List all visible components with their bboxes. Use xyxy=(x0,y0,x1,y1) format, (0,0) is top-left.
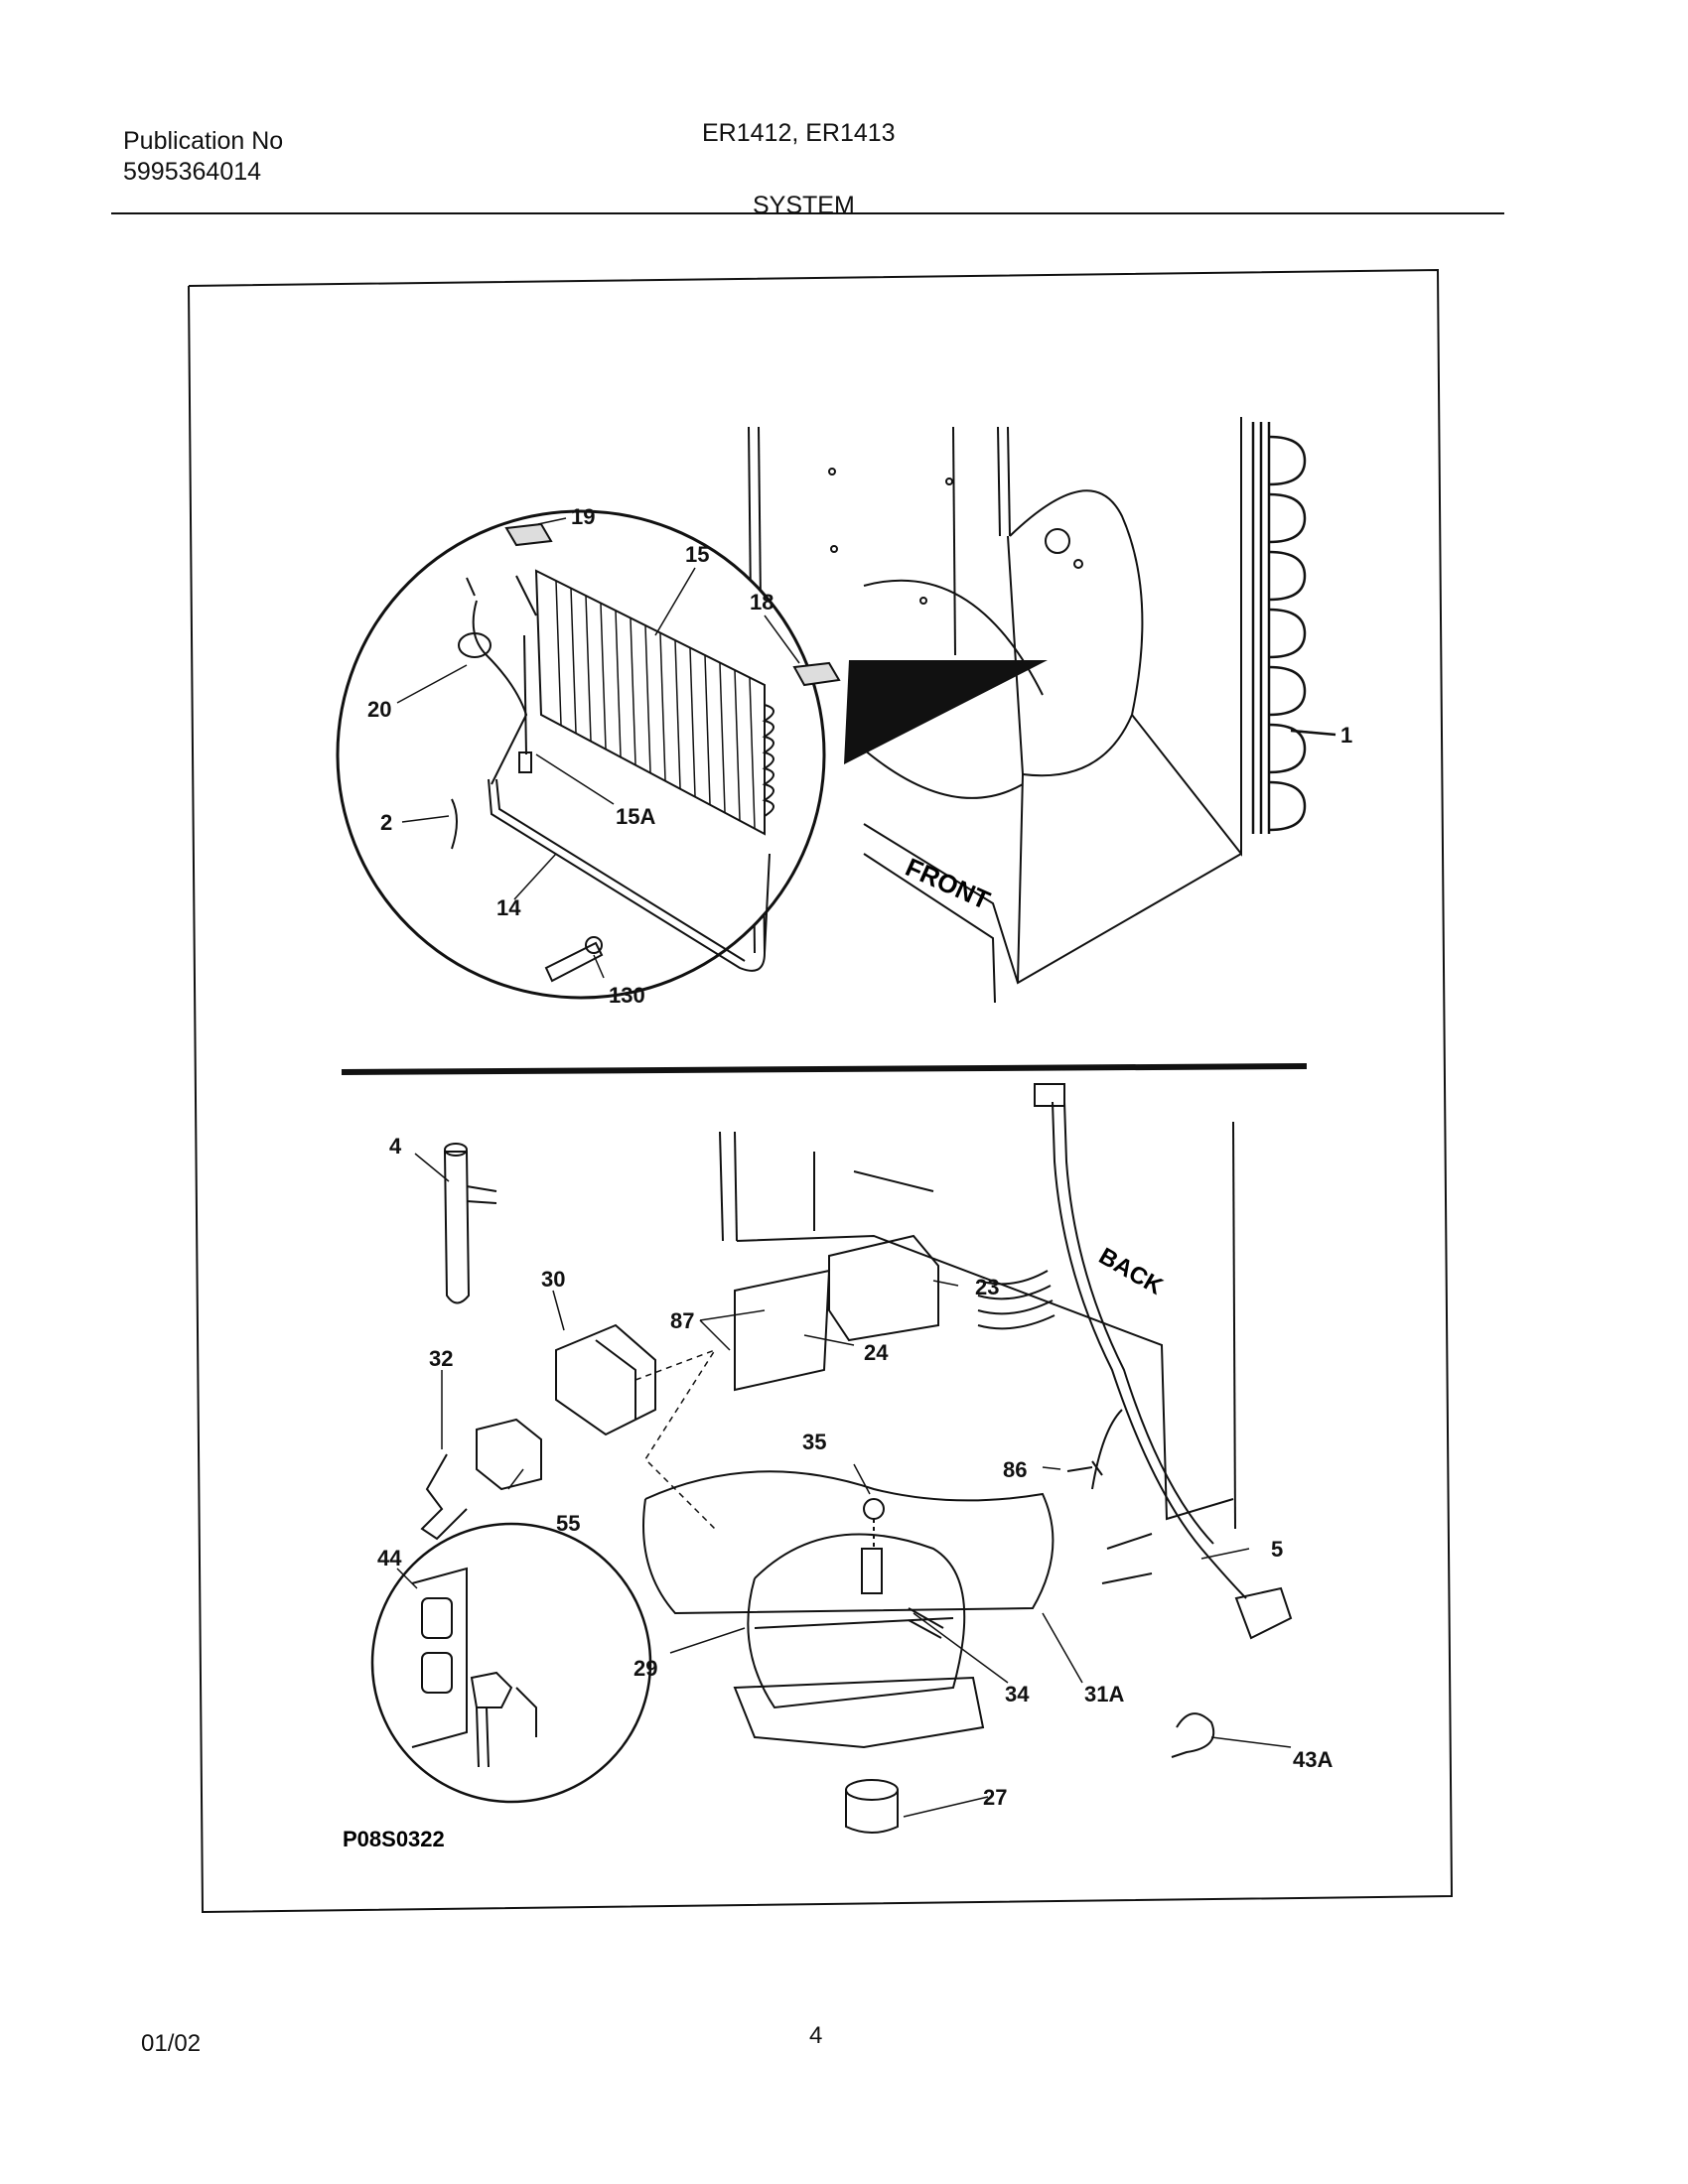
callout-44: 44 xyxy=(377,1546,402,1570)
capacitor-part xyxy=(476,1418,542,1491)
callout-4: 4 xyxy=(389,1134,402,1159)
callout-35: 35 xyxy=(802,1430,826,1454)
cabinet-back xyxy=(719,1121,1236,1530)
back-direction-label: BACK xyxy=(1094,1243,1168,1300)
page-number: 4 xyxy=(809,2022,823,2049)
callout-15a: 15A xyxy=(616,804,655,829)
evaporator-assembly xyxy=(451,522,841,983)
header-rule xyxy=(111,212,1504,214)
callout-5: 5 xyxy=(1271,1537,1283,1562)
outlet-inset-circle xyxy=(370,1522,652,1804)
mounting-bracket xyxy=(734,1269,831,1392)
footer-date: 01/02 xyxy=(141,2030,202,2057)
model-numbers: ER1412, ER1413 xyxy=(702,119,896,147)
callout-130: 130 xyxy=(609,983,645,1008)
relay-assembly xyxy=(555,1323,656,1436)
condenser-coil xyxy=(1251,422,1336,834)
callout-29: 29 xyxy=(633,1656,657,1681)
grommet-part xyxy=(845,1779,899,1834)
magnified-view-circle xyxy=(336,509,826,1000)
callout-1: 1 xyxy=(1340,723,1352,748)
callout-15: 15 xyxy=(685,542,709,567)
callout-34: 34 xyxy=(1005,1682,1030,1706)
screw-86 xyxy=(1066,1460,1103,1476)
callout-2: 2 xyxy=(380,810,392,835)
callout-14: 14 xyxy=(496,895,521,920)
section-divider xyxy=(341,1063,1308,1075)
temperature-control xyxy=(828,1234,939,1342)
section-title: SYSTEM xyxy=(753,192,855,219)
cabinet-drawing xyxy=(748,417,1336,1004)
front-direction-label: FRONT xyxy=(902,852,995,915)
callout-43a: 43A xyxy=(1293,1747,1333,1772)
callout-32: 32 xyxy=(429,1346,453,1371)
callout-27: 27 xyxy=(983,1785,1007,1810)
compressor-part xyxy=(642,1470,1055,1749)
power-cord xyxy=(977,1083,1293,1640)
callout-86: 86 xyxy=(1003,1457,1027,1482)
callout-19: 19 xyxy=(571,504,595,529)
callout-31a: 31A xyxy=(1084,1682,1124,1706)
callout-55: 55 xyxy=(556,1511,580,1536)
publication-label: Publication No xyxy=(123,127,284,155)
accumulator-part xyxy=(443,1143,497,1304)
figure-code: P08S0322 xyxy=(343,1827,445,1851)
callout-87: 87 xyxy=(670,1308,694,1333)
wire-harness-32 xyxy=(420,1453,468,1541)
callout-24: 24 xyxy=(864,1340,889,1365)
publication-number: 5995364014 xyxy=(123,158,262,186)
callout-18: 18 xyxy=(750,590,774,614)
callout-23: 23 xyxy=(975,1275,999,1299)
cable-clamp xyxy=(1171,1712,1215,1758)
diagram-frame xyxy=(188,268,1454,1914)
callout-30: 30 xyxy=(541,1267,565,1292)
wall-outlet xyxy=(411,1567,537,1768)
callout-20: 20 xyxy=(367,697,391,722)
